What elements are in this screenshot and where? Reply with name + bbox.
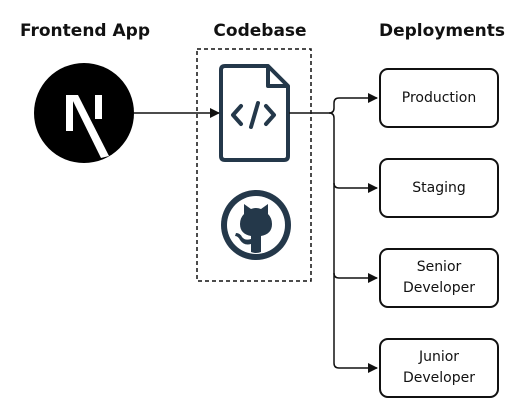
nextjs-logo-icon — [34, 63, 134, 163]
codebase-heading: Codebase — [213, 21, 307, 41]
deployment-staging-box: Staging — [379, 158, 499, 218]
branch-trunk-line — [328, 112, 340, 369]
arrow-to-staging — [333, 182, 378, 193]
deployment-senior-developer-box: Senior Developer — [379, 248, 499, 308]
deployments-heading: Deployments — [379, 21, 505, 41]
deployment-junior-developer-box: Junior Developer — [379, 338, 499, 398]
codebase-container — [196, 48, 312, 282]
frontend-app-heading: Frontend App — [19, 21, 151, 41]
github-logo-icon — [221, 190, 291, 260]
deployment-production-box: Production — [379, 68, 499, 128]
arrow-to-senior-developer — [333, 272, 378, 283]
code-file-icon — [219, 64, 290, 162]
codebase-output-line — [289, 97, 340, 114]
